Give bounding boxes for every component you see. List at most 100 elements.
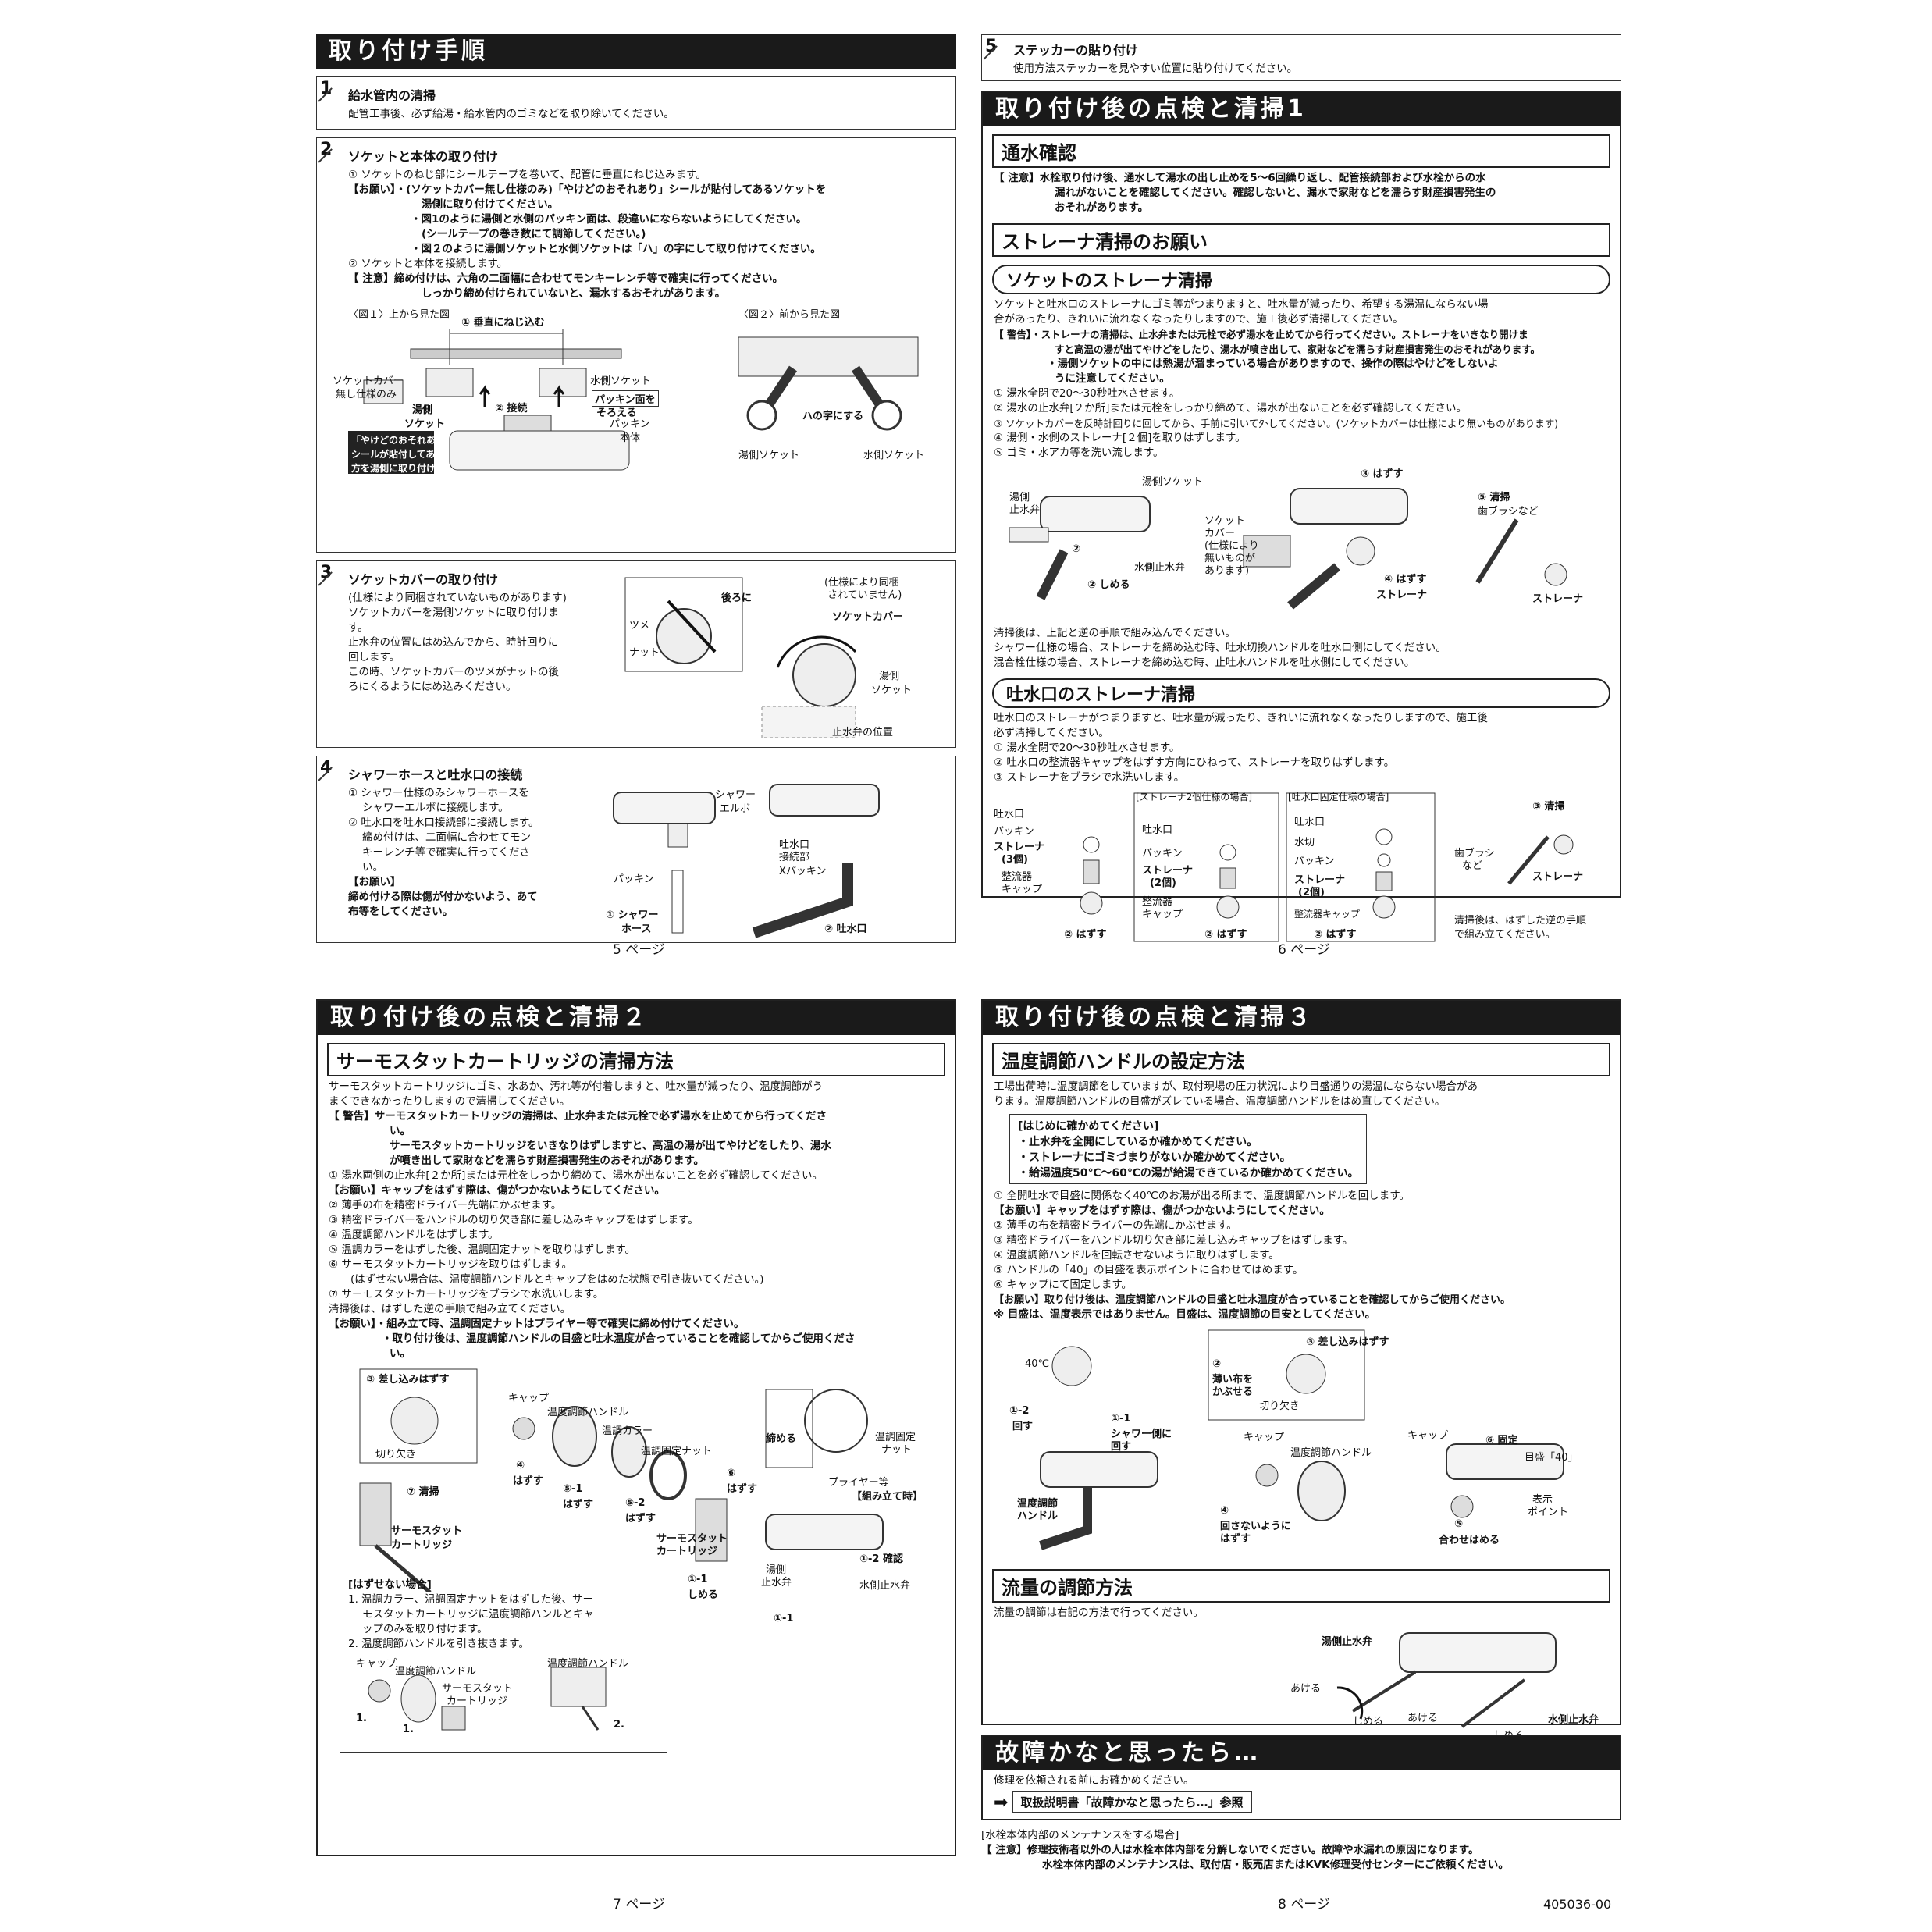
warning-line: 【 警告】・ストレーナの清掃は、止水弁または元栓で必ず湯水を止めてから行ってくだ…: [994, 329, 1528, 340]
subsection-title: 通水確認: [992, 134, 1610, 168]
box-line: ・給湯温度50℃〜60℃の湯が給湯できているか確かめてください。: [1018, 1167, 1359, 1179]
fig-label: 回す: [1012, 1421, 1034, 1432]
fig-label: 水側止水弁: [1548, 1714, 1599, 1726]
fig-label: 水側ソケット: [863, 450, 925, 461]
text-line: ② 薄手の布を精密ドライバーの先端にかぶせます。: [994, 1219, 1237, 1232]
text-line: 混合栓仕様の場合、ストレーナを締め込む時、止吐水ハンドルを吐水側にしてください。: [994, 656, 1415, 669]
fig-label: そろえる: [596, 407, 637, 419]
fig-label: あける: [1290, 1683, 1322, 1695]
box-title: [はずせない場合]: [348, 1578, 432, 1591]
box-line: 1. 温調カラー、温調固定ナットをはずした後、サー: [348, 1593, 594, 1606]
step-line: ・図1のように湯側と水側のパッキン面は、段違いにならないようにしてください。: [411, 213, 807, 226]
step-number: 1: [320, 79, 333, 98]
fig-label: ソケット: [871, 685, 913, 696]
page-7: 取り付け後の点検と清掃２ サーモスタットカートリッジの清掃方法 サーモスタットカ…: [316, 999, 956, 1912]
step-line: 布等をしてください。: [348, 906, 454, 918]
fig-label: 湯側ソケット: [1142, 476, 1204, 488]
step-line: ② 吐水口を吐水口接続部に接続します。: [348, 817, 539, 829]
text-line: 【お願い】・組み立て時、温調固定ナットはプライヤー等で確実に締め付けてください。: [329, 1318, 745, 1330]
text-line: 清掃後は、はずした逆の手順で組み立てください。: [329, 1303, 571, 1315]
fig-label: 「やけどのおそれあり」: [351, 435, 455, 446]
fig-label: 温度調節ハンドル: [547, 1658, 629, 1670]
socket-cover-figure: (仕様により同梱 されていません) 後ろに ソケットカバー ツメ ナット 湯側 …: [621, 574, 934, 745]
step-line: 回します。: [348, 651, 400, 664]
text-line: ① 湯水全閉で20〜30秒吐水させます。: [994, 742, 1180, 754]
text-line: ③ ストレーナをブラシで水洗いします。: [994, 771, 1185, 784]
fig-label: シールが貼付してある: [351, 449, 445, 460]
fig-label: しめる: [1353, 1716, 1384, 1727]
warning-line: サーモスタットカートリッジをいきなりはずしますと、高温の湯が出てやけどをしたり、…: [390, 1140, 831, 1152]
step-text: 使用方法ステッカーを見やすい位置に貼り付けてください。: [1013, 62, 1298, 75]
warning-line: い。: [390, 1125, 411, 1137]
step-line: 湯側に取り付けてください。: [422, 198, 559, 211]
fig-label: (2個): [1150, 877, 1176, 889]
fig-label: はずす: [625, 1513, 656, 1525]
page5-title: 取り付け手順: [316, 34, 956, 69]
text-line: シャワー仕様の場合、ストレーナを締め込む時、吐水切換ハンドルを吐水口側にしてくだ…: [994, 642, 1446, 654]
fig-label: キャップ: [1142, 909, 1183, 920]
text-line: 必ず清掃してください。: [994, 727, 1109, 739]
flow-figure: 湯側止水弁 あける しめる あける しめる 水側止水弁: [994, 1625, 1609, 1742]
arrow-icon: ➡: [994, 1793, 1009, 1813]
step-line: 止水弁の位置にはめ込んでから、時計回りに: [348, 636, 559, 649]
fig-label: はずす: [513, 1475, 544, 1487]
text-line: ④ 温度調節ハンドルをはずします。: [329, 1229, 499, 1241]
fig-label: ①-2: [1009, 1405, 1030, 1417]
troubleshoot-title: 故障かなと思ったら…: [983, 1736, 1620, 1770]
fig-label: 温調カラー: [602, 1425, 653, 1437]
temp-handle-figure: 40℃ ①-2 回す ①-1 シャワー側に 回す 温度調節 ハンドル ② 薄い布…: [994, 1327, 1609, 1561]
fig-label: ⑤ 清掃: [1478, 492, 1510, 503]
fig-label: 切り欠き: [1259, 1400, 1300, 1412]
fig-label: ストレーナ: [1532, 593, 1584, 605]
fig-label: 【組み立て時】: [852, 1491, 923, 1503]
fig-label: パッキン: [614, 873, 654, 885]
fig-label: カートリッジ: [447, 1695, 508, 1707]
fig-label: プライヤー等: [828, 1477, 889, 1489]
step-line: 締め付ける際は傷が付かないよう、あて: [348, 891, 538, 903]
step-line: (シールテープの巻き数にて調節してください。): [422, 228, 646, 240]
fig-label: 無し仕様のみ: [336, 389, 397, 400]
socket-figure: 〈図１〉上から見た図 〈図２〉前から見た図 ① 垂直にねじ込む ソケットカバー …: [325, 306, 945, 505]
text-line: ① 湯水全閉で20〜30秒吐水させます。: [994, 387, 1180, 400]
fig-label: しめる: [688, 1589, 719, 1601]
fig-label: ①-2 確認: [859, 1553, 903, 1565]
socket-drawing: [348, 329, 919, 474]
fig-label: 吐水口: [779, 839, 810, 851]
cannot-remove-section: [はずせない場合] 1. 温調カラー、温調固定ナットをはずした後、サー モスタッ…: [329, 1574, 944, 1761]
fig-label: 無いものが: [1204, 553, 1256, 564]
fig-label: ホース: [621, 923, 652, 935]
fig-label: 表示: [1532, 1494, 1553, 1506]
subsection-title: 流量の調節方法: [992, 1569, 1610, 1603]
step-1: 1 給水管内の清掃 配管工事後、必ず給湯・給水管内のゴミなどを取り除いてください…: [316, 76, 956, 130]
step-line: キーレンチ等で確実に行ってくださ: [362, 846, 530, 859]
step-3: 3 ソケットカバーの取り付け (仕様により同梱されていないものがあります) ソケ…: [316, 560, 956, 748]
step-line: ・図２のように湯側ソケットと水側ソケットは「ハ」の字にして取り付けてください。: [411, 243, 821, 255]
fig-label: 目盛「40」: [1525, 1452, 1578, 1464]
strainer-drawing: [1009, 488, 1567, 610]
fig-label: (2個): [1298, 887, 1325, 898]
text-line: ④ 湯側・水側のストレーナ[２個]を取りはずします。: [994, 432, 1246, 444]
fig-label: ③ はずす: [1361, 468, 1404, 480]
step-line: 【お願い】: [348, 876, 401, 888]
text-line: ② 吐水口の整流器キャップをはずす方向にひねって、ストレーナを取りはずします。: [994, 756, 1395, 769]
box-line: ・止水弁を全開にしているか確かめてください。: [1018, 1136, 1258, 1148]
fig-label: 整流器キャップ: [1294, 909, 1361, 920]
text-line: 合があったり、きれいに流れなくなったりしますので、施工後必ず清掃してください。: [994, 313, 1404, 326]
cannot-remove-box: [はずせない場合] 1. 温調カラー、温調固定ナットをはずした後、サー モスタッ…: [340, 1574, 667, 1753]
step-line: 【お願い】・(ソケットカバー無し仕様のみ)「やけどのおそれあり」シールが貼付して…: [348, 183, 827, 196]
text-line: ⑤ 温調カラーをはずした後、温調固定ナットを取りはずします。: [329, 1244, 636, 1256]
page-number: 8 ページ: [1278, 1897, 1330, 1912]
fig-label: 止水弁: [761, 1577, 792, 1589]
fig-label: 合わせはめる: [1439, 1535, 1500, 1546]
fig-label: はずす: [1220, 1533, 1251, 1545]
step-line: ① シャワー仕様のみシャワーホースを: [348, 787, 529, 799]
fig-label: 温調固定ナット: [641, 1446, 713, 1457]
fig-label: ストレーナ: [1376, 589, 1428, 601]
fig-label: キャップ: [508, 1393, 550, 1404]
fig-label: ② 吐水口: [824, 923, 867, 935]
text-line: ります。温度調節ハンドルの目盛がズレている場合、温度調節ハンドルをはめ直してくだ…: [994, 1095, 1446, 1108]
fig-label: 接続部: [779, 852, 810, 863]
fig-label: 温度調節ハンドル: [395, 1666, 477, 1678]
step-line: 【 注意】締め付けは、六角の二面幅に合わせてモンキーレンチ等で確実に行ってくださ…: [348, 272, 784, 285]
step-5: 5 ステッカーの貼り付け 使用方法ステッカーを見やすい位置に貼り付けてください。: [981, 34, 1621, 81]
